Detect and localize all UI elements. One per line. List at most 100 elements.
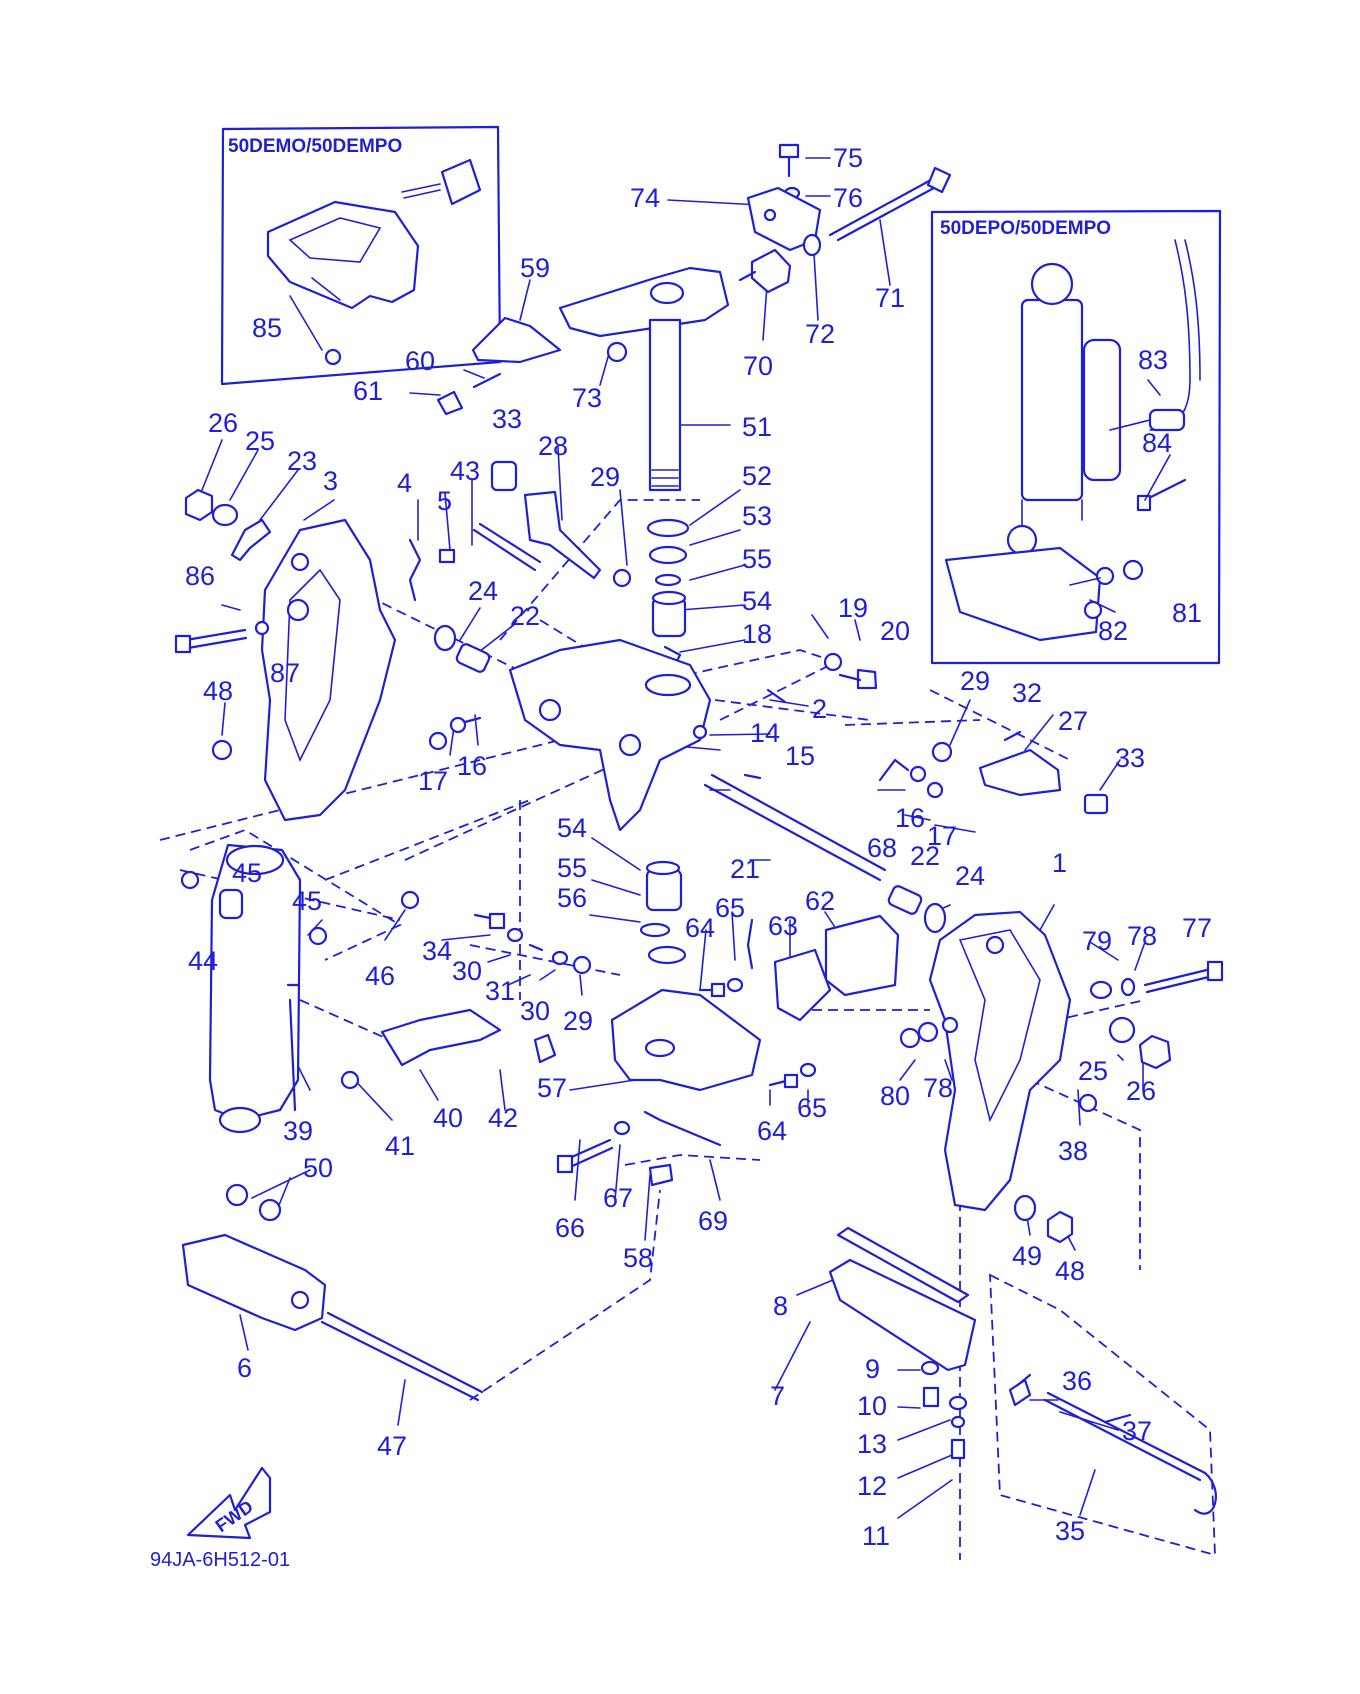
callout-25-left: 25 [245, 426, 275, 456]
callout-29-right: 29 [960, 666, 990, 696]
callout-3: 3 [323, 466, 338, 496]
inset-50demo: 50DEMO/50DEMPO [220, 125, 502, 386]
callout-34: 34 [422, 936, 452, 966]
callout-83: 83 [1138, 345, 1168, 375]
callout-84: 84 [1142, 428, 1172, 458]
callout-76: 76 [833, 183, 863, 213]
callout-2: 2 [812, 694, 827, 724]
callout-80: 80 [880, 1081, 910, 1111]
callout-8: 8 [773, 1291, 788, 1321]
callout-36: 36 [1062, 1366, 1092, 1396]
callout-16-left: 16 [457, 751, 487, 781]
callout-labels: 75 76 74 71 72 70 59 85 60 61 73 51 83 8… [185, 143, 1212, 1551]
callout-4: 4 [397, 468, 412, 498]
callout-15: 15 [785, 741, 815, 771]
callout-14: 14 [750, 718, 780, 748]
callout-59: 59 [520, 253, 550, 283]
callout-62: 62 [805, 886, 835, 916]
callout-28: 28 [538, 431, 568, 461]
callout-1: 1 [1052, 848, 1067, 878]
callout-85: 85 [252, 313, 282, 343]
callout-21: 21 [730, 854, 760, 884]
callout-67: 67 [603, 1183, 633, 1213]
callout-7: 7 [770, 1381, 785, 1411]
inset-50depo: 50DEPO/50DEMPO [930, 209, 1222, 665]
callout-47: 47 [377, 1431, 407, 1461]
callout-78-top: 78 [1127, 921, 1157, 951]
callout-27: 27 [1058, 706, 1088, 736]
callout-16-right: 16 [895, 803, 925, 833]
callout-31: 31 [485, 976, 515, 1006]
callout-51: 51 [742, 412, 772, 442]
callout-22-right: 22 [910, 841, 940, 871]
fwd-arrow: FWD [186, 1466, 272, 1540]
callout-53: 53 [742, 501, 772, 531]
callout-12: 12 [857, 1471, 887, 1501]
callout-38: 38 [1058, 1136, 1088, 1166]
callout-24-left: 24 [468, 576, 498, 606]
callout-64-top: 64 [685, 913, 715, 943]
callout-23: 23 [287, 446, 317, 476]
callout-25-right: 25 [1078, 1056, 1108, 1086]
callout-48-left: 48 [203, 676, 233, 706]
callout-5: 5 [437, 486, 452, 516]
callout-63: 63 [768, 911, 798, 941]
callout-55-top: 55 [742, 544, 772, 574]
callout-87: 87 [270, 658, 300, 688]
callout-72: 72 [805, 319, 835, 349]
callout-86: 86 [185, 561, 215, 591]
callout-33-right: 33 [1115, 743, 1145, 773]
callout-55-lower: 55 [557, 853, 587, 883]
callout-79: 79 [1082, 926, 1112, 956]
callout-54-top: 54 [742, 586, 772, 616]
callout-68: 68 [867, 833, 897, 863]
parts [174, 143, 1224, 1515]
callout-45-right: 45 [292, 886, 322, 916]
callout-50: 50 [303, 1153, 333, 1183]
callout-29-top: 29 [590, 462, 620, 492]
callout-22-left: 22 [510, 601, 540, 631]
callout-30-left: 30 [452, 956, 482, 986]
callout-58: 58 [623, 1243, 653, 1273]
callout-40: 40 [433, 1103, 463, 1133]
callout-69: 69 [698, 1206, 728, 1236]
callout-17-right: 17 [927, 821, 957, 851]
callout-65-lower: 65 [797, 1093, 827, 1123]
inset-right-title: 50DEPO/50DEMPO [940, 218, 1111, 239]
callout-54-lower: 54 [557, 813, 587, 843]
callout-19: 19 [838, 593, 868, 623]
callout-26-right: 26 [1126, 1076, 1156, 1106]
callout-71: 71 [875, 283, 905, 313]
callout-20: 20 [880, 616, 910, 646]
callout-65-top: 65 [715, 893, 745, 923]
drawing-code: 94JA-6H512-01 [150, 1549, 290, 1571]
callout-43: 43 [450, 456, 480, 486]
callout-26-left: 26 [208, 408, 238, 438]
callout-6: 6 [237, 1353, 252, 1383]
callout-56: 56 [557, 883, 587, 913]
callout-46: 46 [365, 961, 395, 991]
callout-32: 32 [1012, 678, 1042, 708]
callout-81: 81 [1172, 598, 1202, 628]
callout-61: 61 [353, 376, 383, 406]
callout-52: 52 [742, 461, 772, 491]
callout-37: 37 [1122, 1416, 1152, 1446]
callout-39: 39 [283, 1116, 313, 1146]
callout-42: 42 [488, 1103, 518, 1133]
callout-24-right: 24 [955, 861, 985, 891]
callout-48-right: 48 [1055, 1256, 1085, 1286]
callout-77: 77 [1182, 913, 1212, 943]
callout-33-top: 33 [492, 404, 522, 434]
callout-57: 57 [537, 1073, 567, 1103]
callout-17-left: 17 [418, 766, 448, 796]
callout-74: 74 [630, 183, 660, 213]
callout-9: 9 [865, 1354, 880, 1384]
callout-78-lower: 78 [923, 1073, 953, 1103]
callout-66: 66 [555, 1213, 585, 1243]
callout-41: 41 [385, 1131, 415, 1161]
callout-29-lower: 29 [563, 1006, 593, 1036]
callout-45-left: 45 [232, 858, 262, 888]
callout-35: 35 [1055, 1516, 1085, 1546]
callout-49: 49 [1012, 1241, 1042, 1271]
